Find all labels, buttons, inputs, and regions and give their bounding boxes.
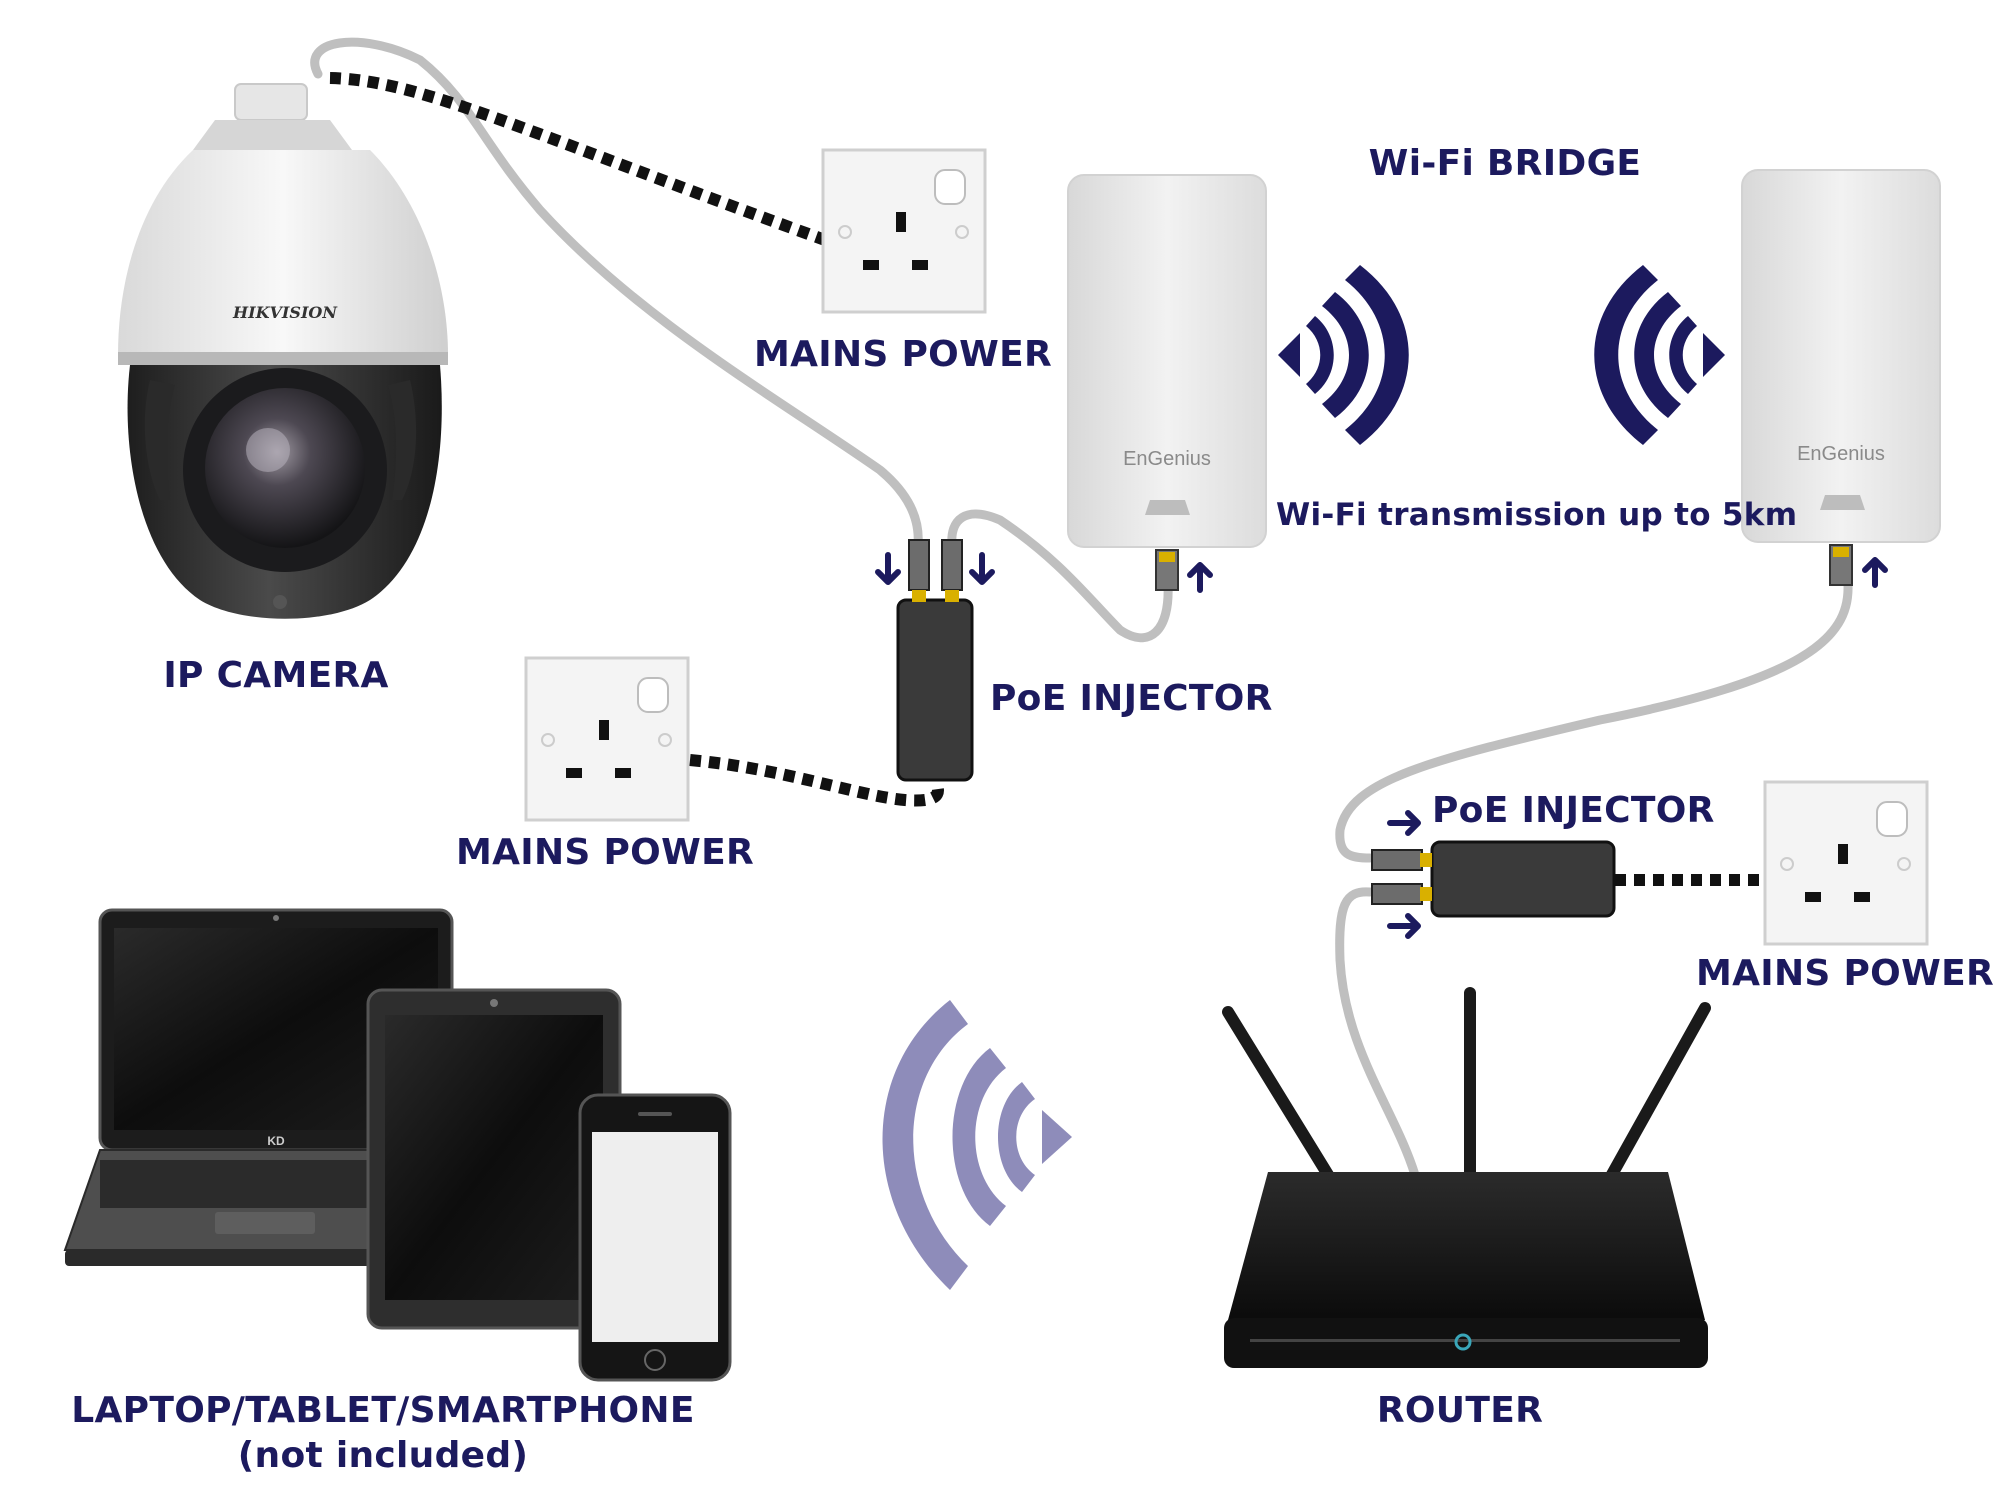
bridge-antenna-icon-left: EnGenius (1067, 174, 1267, 591)
bridge-antenna-icon-right: EnGenius (1741, 169, 1941, 586)
wifi-waves-icon-bridge-right (1594, 265, 1725, 445)
bridge-left-brand: EnGenius (1123, 448, 1211, 470)
camera-icon: HIKVISION (118, 83, 448, 619)
wifi-waves-icon-devices (882, 1000, 1072, 1290)
data-cables (310, 37, 1853, 1180)
socket-icon-mid (524, 656, 690, 822)
poe-injector-icon-left (896, 539, 974, 782)
arrow-icon-group (875, 552, 1888, 939)
devices-label: LAPTOP/TABLET/SMARTPHONE (71, 1390, 695, 1431)
laptop-brand: KD (267, 1134, 285, 1148)
arrow-icon-bridge-right (1862, 557, 1888, 588)
arrow-icon-poe-left-in (875, 552, 901, 585)
arrow-icon-poe-right-bottom (1387, 913, 1421, 939)
tablet-icon (366, 988, 622, 1330)
socket-icon-right (1763, 780, 1929, 946)
cable-poe-to-router (1335, 887, 1420, 1180)
cable-bridge-right-to-poe (1335, 580, 1853, 863)
cable-camera-to-poe (310, 37, 923, 550)
mains-power-top-label: MAINS POWER (754, 334, 1052, 375)
camera-brand: HIKVISION (232, 303, 338, 322)
mains-power-right-label: MAINS POWER (1696, 953, 1994, 994)
wifi-transmission-label: Wi-Fi transmission up to 5km (1276, 497, 1798, 533)
poe-injector-right-label: PoE INJECTOR (1432, 790, 1715, 831)
poe-injector-icon-right (1371, 840, 1616, 918)
devices-note-label: (not included) (237, 1435, 529, 1476)
bridge-right-brand: EnGenius (1797, 443, 1885, 465)
arrow-icon-bridge-left (1187, 562, 1213, 593)
ip-camera-label: IP CAMERA (163, 655, 389, 696)
cable-poe-to-bridge-left (947, 509, 1173, 643)
socket-icon-top (821, 148, 987, 314)
wifi-waves-icon-bridge-left (1278, 265, 1409, 445)
power-cable-poe-left (689, 754, 944, 807)
wifi-bridge-label: Wi-Fi BRIDGE (1368, 143, 1642, 184)
mains-power-mid-label: MAINS POWER (456, 832, 754, 873)
router-label: ROUTER (1376, 1390, 1544, 1431)
poe-injector-left-label: PoE INJECTOR (990, 678, 1273, 719)
power-cables (329, 72, 1765, 886)
arrow-icon-poe-right-top (1387, 810, 1421, 836)
power-cable-camera (329, 72, 828, 246)
smartphone-icon (578, 1093, 732, 1382)
router-icon (1222, 987, 1711, 1368)
arrow-icon-poe-left-out (969, 552, 995, 585)
